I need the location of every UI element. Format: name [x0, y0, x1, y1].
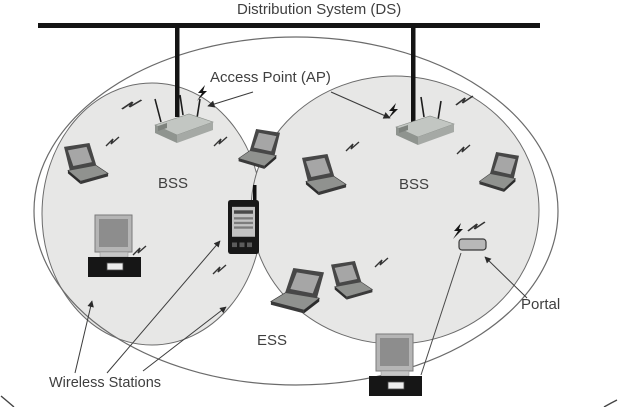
arrow-to-laptop-station — [142, 306, 227, 372]
ap-drop-line-right — [411, 23, 416, 123]
corner-mark — [0, 395, 15, 407]
bss-left-label: BSS — [158, 175, 189, 192]
ap-drop-line-left — [175, 23, 180, 117]
diagram-title: Distribution System (DS) — [237, 1, 402, 18]
ess-ellipse — [33, 36, 559, 386]
ds-bus-line — [38, 23, 540, 28]
arrow-to-portal — [484, 256, 528, 299]
access-point-label: Access Point (AP) — [210, 69, 331, 86]
portal-label: Portal — [521, 296, 561, 313]
ess-label: ESS — [257, 332, 288, 349]
arrow-to-left-ap — [207, 91, 254, 108]
antenna-icon — [154, 98, 162, 123]
corner-mark — [603, 399, 618, 407]
bss-right-label: BSS — [399, 176, 430, 193]
portal-desktop-link-line — [420, 252, 462, 376]
portal-icon — [458, 238, 487, 251]
wireless-stations-label: Wireless Stations — [49, 375, 162, 391]
arrow-to-pda-station — [106, 240, 221, 374]
arrow-to-desktop-station — [74, 300, 94, 374]
arrow-to-right-ap — [330, 91, 391, 119]
